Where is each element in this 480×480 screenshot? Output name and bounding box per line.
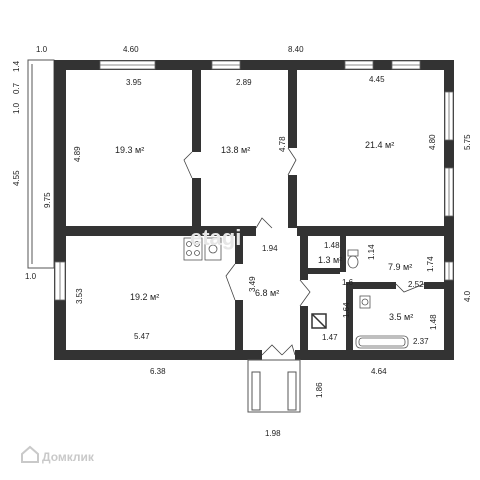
dim-1-0-bottom: 1.0: [25, 272, 37, 281]
dim-4-55: 4.55: [12, 170, 21, 186]
dim-3-49: 3.49: [248, 276, 257, 292]
dim-8-40: 8.40: [288, 45, 304, 54]
dim-1-64: 1.64: [342, 302, 351, 318]
dim-1-0-side: 1.0: [12, 102, 21, 114]
brand-logo: Домклик: [21, 445, 95, 464]
dim-1-74: 1.74: [426, 256, 435, 272]
dim-1-6: 1.6: [342, 278, 354, 287]
porch: [247, 359, 301, 413]
dim-4-89: 4.89: [73, 146, 82, 162]
dim-4-60: 4.60: [123, 45, 139, 54]
area-room-2: 13.8 м²: [221, 145, 250, 155]
dim-4-78: 4.78: [278, 136, 287, 152]
toilet: [347, 249, 359, 269]
dim-1-14: 1.14: [367, 244, 376, 260]
dim-3-53: 3.53: [75, 288, 84, 304]
chimney: [311, 313, 327, 329]
brand-name: Домклик: [42, 450, 95, 464]
area-wc: 1.3 м²: [318, 255, 342, 265]
area-room-4: 19.2 м²: [130, 292, 159, 302]
area-hall: 6.8 м²: [255, 288, 279, 298]
sink: [359, 295, 371, 309]
doors: [183, 147, 425, 356]
bathtub: [355, 335, 409, 349]
area-kitchen: 7.9 м²: [388, 262, 412, 272]
dim-4-64: 4.64: [371, 367, 387, 376]
dim-9-75: 9.75: [43, 192, 52, 208]
dim-5-47: 5.47: [134, 332, 150, 341]
dim-2-37: 2.37: [413, 337, 429, 346]
dim-3-95: 3.95: [126, 78, 142, 87]
dim-5-75: 5.75: [463, 134, 472, 150]
dim-4-45: 4.45: [369, 75, 385, 84]
dim-1-98: 1.98: [265, 429, 281, 438]
dim-4-80: 4.80: [428, 134, 437, 150]
house-icon: [21, 445, 39, 463]
area-room-3: 21.4 м²: [365, 140, 394, 150]
dim-1-0-top: 1.0: [36, 45, 48, 54]
window-inner-lines: [59, 64, 450, 300]
dim-1-94: 1.94: [262, 244, 278, 253]
dim-4-0: 4.0: [463, 290, 472, 302]
watermark: etagi: [190, 225, 241, 250]
dim-1-86: 1.86: [315, 382, 324, 398]
interior-walls: [66, 70, 444, 350]
dim-1-4: 1.4: [12, 60, 21, 72]
dim-6-38: 6.38: [150, 367, 166, 376]
dim-1-48b: 1.48: [429, 314, 438, 330]
dim-1-47: 1.47: [322, 333, 338, 342]
balcony: [27, 59, 55, 269]
dim-0-7: 0.7: [12, 82, 21, 94]
area-room-1: 19.3 м²: [115, 145, 144, 155]
area-bath: 3.5 м²: [389, 312, 413, 322]
dim-2-89: 2.89: [236, 78, 252, 87]
dim-2-52: 2.52: [408, 280, 424, 289]
dim-1-48: 1.48: [324, 241, 340, 250]
kitchen-stove: [183, 237, 222, 261]
